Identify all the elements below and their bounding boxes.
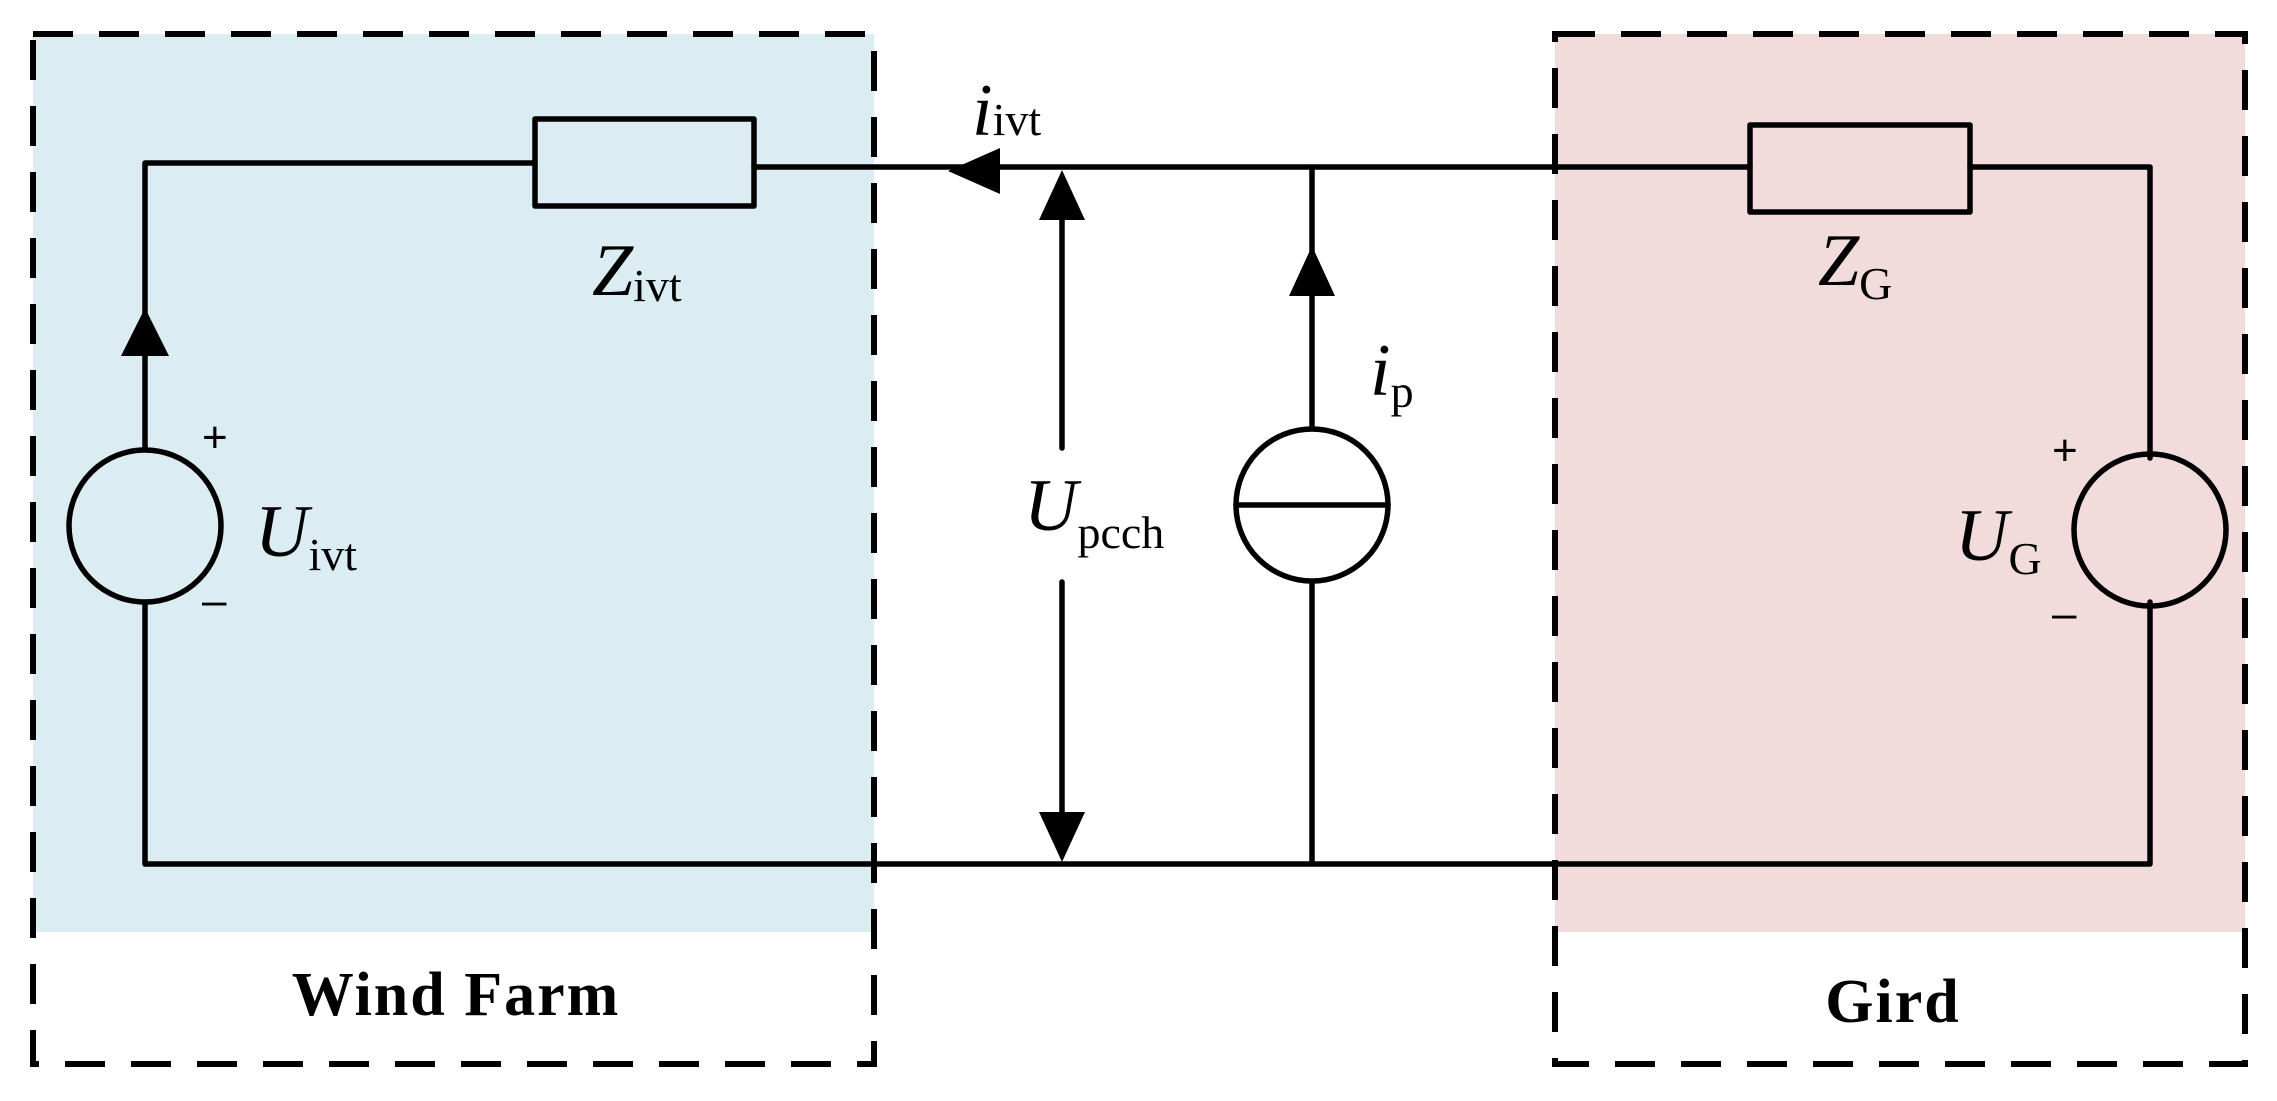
u-ivt-minus-sign: – [202, 576, 227, 625]
label-u-pcch: Upcch [1024, 465, 1164, 558]
impedance-z-g-icon [1747, 122, 1973, 215]
grid-region-border [1552, 31, 2248, 1067]
arrow-icon [1039, 812, 1085, 862]
bottom-wire [142, 599, 2153, 867]
voltage-source-u-ivt-icon [66, 447, 224, 605]
wind-farm-region-fill [33, 34, 874, 932]
grid-region-fill [1555, 34, 2245, 932]
arrow-icon [1039, 170, 1085, 220]
voltage-source-u-g-icon [2071, 451, 2229, 609]
label-u-g: UG [1955, 495, 2042, 584]
impedance-z-ivt-icon [532, 116, 757, 209]
label-i-ivt: iivt [972, 70, 1041, 152]
grid-title: Gird [1825, 968, 1960, 1036]
arrow-icon [1289, 246, 1335, 296]
arrow-icon [121, 308, 169, 356]
wind-farm-region-border [30, 31, 877, 1067]
u-g-minus-sign: – [2052, 589, 2077, 638]
label-z-g: ZG [1818, 220, 1892, 309]
u-pcch-voltage-arrow [1039, 170, 1085, 862]
wind-farm-title: Wind Farm [292, 961, 621, 1029]
label-i-p: ip [1370, 330, 1414, 417]
u-ivt-plus-sign: + [202, 413, 228, 462]
label-z-ivt: Zivt [592, 230, 682, 312]
label-u-ivt: Uivt [255, 491, 357, 580]
current-source-branch [1233, 164, 1391, 867]
arrow-icon [948, 148, 1000, 194]
u-g-plus-sign: + [2052, 426, 2078, 475]
